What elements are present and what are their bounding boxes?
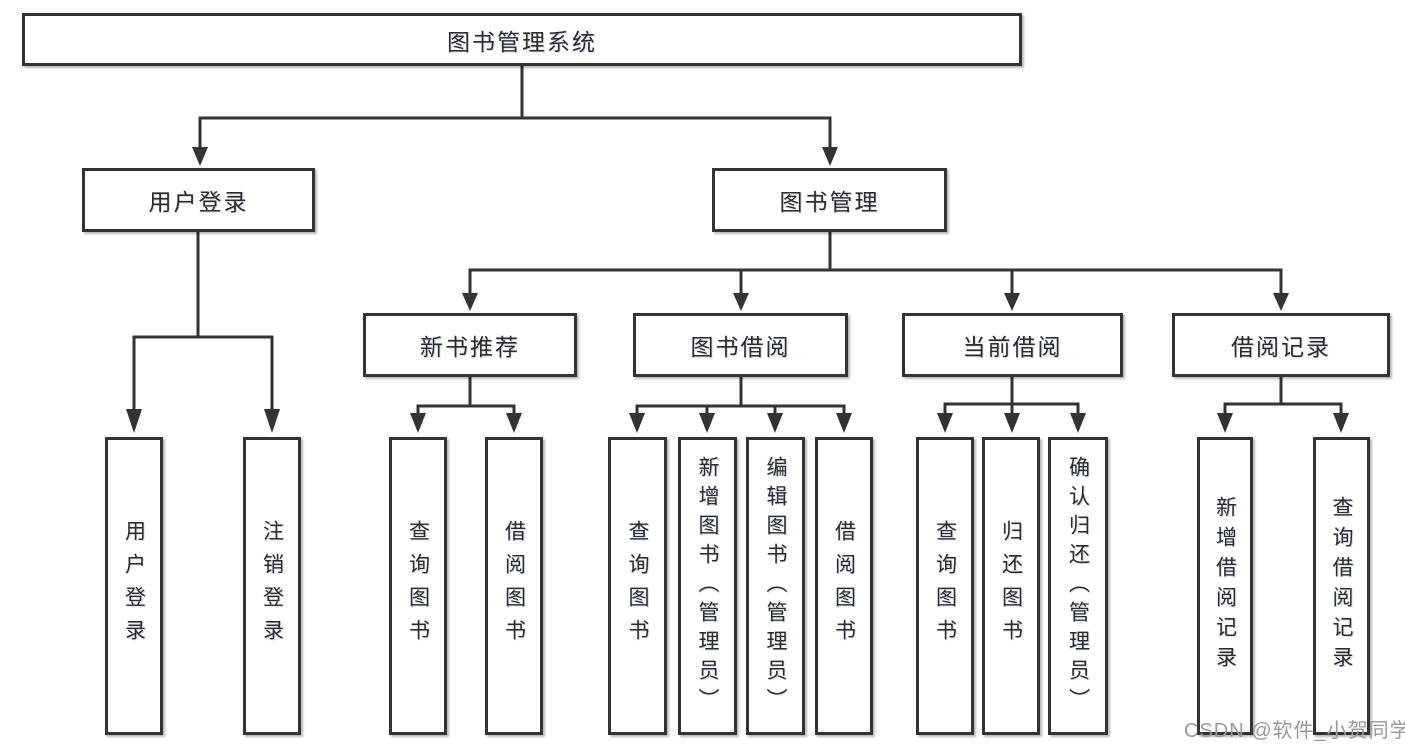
node-book-management: 图书管理 [712, 168, 947, 232]
leaf-query-borrow-record-label: 查询借阅记录 [1330, 496, 1353, 676]
leaf-borrow-books-borrow: 借阅图书 [815, 437, 873, 735]
leaf-return-books: 归还图书 [982, 437, 1040, 735]
leaf-query-borrow-record: 查询借阅记录 [1313, 437, 1370, 735]
leaf-add-borrow-record: 新增借阅记录 [1197, 437, 1253, 735]
leaf-user-login: 用户登录 [105, 437, 163, 735]
leaf-add-book-admin: 新增图书（管理员） [678, 437, 737, 735]
node-new-book-recommend: 新书推荐 [363, 313, 577, 377]
node-current-borrow: 当前借阅 [902, 313, 1123, 377]
leaf-query-books-current: 查询图书 [916, 437, 974, 735]
borrow-records-label: 借阅记录 [1231, 334, 1331, 360]
leaf-query-books-recommend-label: 查询图书 [406, 520, 430, 652]
leaf-borrow-books-borrow-label: 借阅图书 [832, 520, 856, 652]
leaf-query-books-borrow-label: 查询图书 [626, 520, 649, 652]
leaf-edit-book-admin: 编辑图书（管理员） [746, 437, 805, 735]
book-management-label: 图书管理 [779, 189, 880, 215]
leaf-borrow-books-recommend: 借阅图书 [485, 437, 543, 735]
leaf-return-books-label: 归还图书 [999, 520, 1023, 652]
leaf-logout: 注销登录 [243, 437, 301, 735]
leaf-add-borrow-record-label: 新增借阅记录 [1213, 496, 1237, 676]
leaf-add-book-admin-label: 新增图书（管理员） [696, 455, 719, 717]
node-book-borrow: 图书借阅 [633, 313, 848, 377]
leaf-query-books-recommend: 查询图书 [389, 437, 447, 735]
leaf-query-books-current-label: 查询图书 [933, 520, 957, 652]
leaf-query-books-borrow: 查询图书 [608, 437, 667, 735]
csdn-watermark: CSDN @软件_小贺同学 [1184, 720, 1405, 742]
user-login-label: 用户登录 [148, 189, 249, 215]
current-borrow-label: 当前借阅 [962, 334, 1063, 360]
leaf-user-login-label: 用户登录 [122, 520, 146, 652]
book-borrow-label: 图书借阅 [690, 334, 791, 360]
leaf-logout-label: 注销登录 [260, 520, 284, 652]
node-borrow-records: 借阅记录 [1172, 313, 1390, 377]
leaf-borrow-books-recommend-label: 借阅图书 [502, 520, 526, 652]
root-label: 图书管理系统 [447, 28, 597, 55]
arrowheads [126, 147, 1349, 433]
node-root-system: 图书管理系统 [22, 13, 1022, 66]
leaf-edit-book-admin-label: 编辑图书（管理员） [764, 455, 787, 717]
leaf-confirm-return-admin: 确认归还（管理员） [1048, 437, 1108, 735]
leaf-confirm-return-admin-label: 确认归还（管理员） [1066, 455, 1090, 717]
node-user-login: 用户登录 [82, 168, 315, 232]
new-book-recommend-label: 新书推荐 [420, 334, 520, 360]
